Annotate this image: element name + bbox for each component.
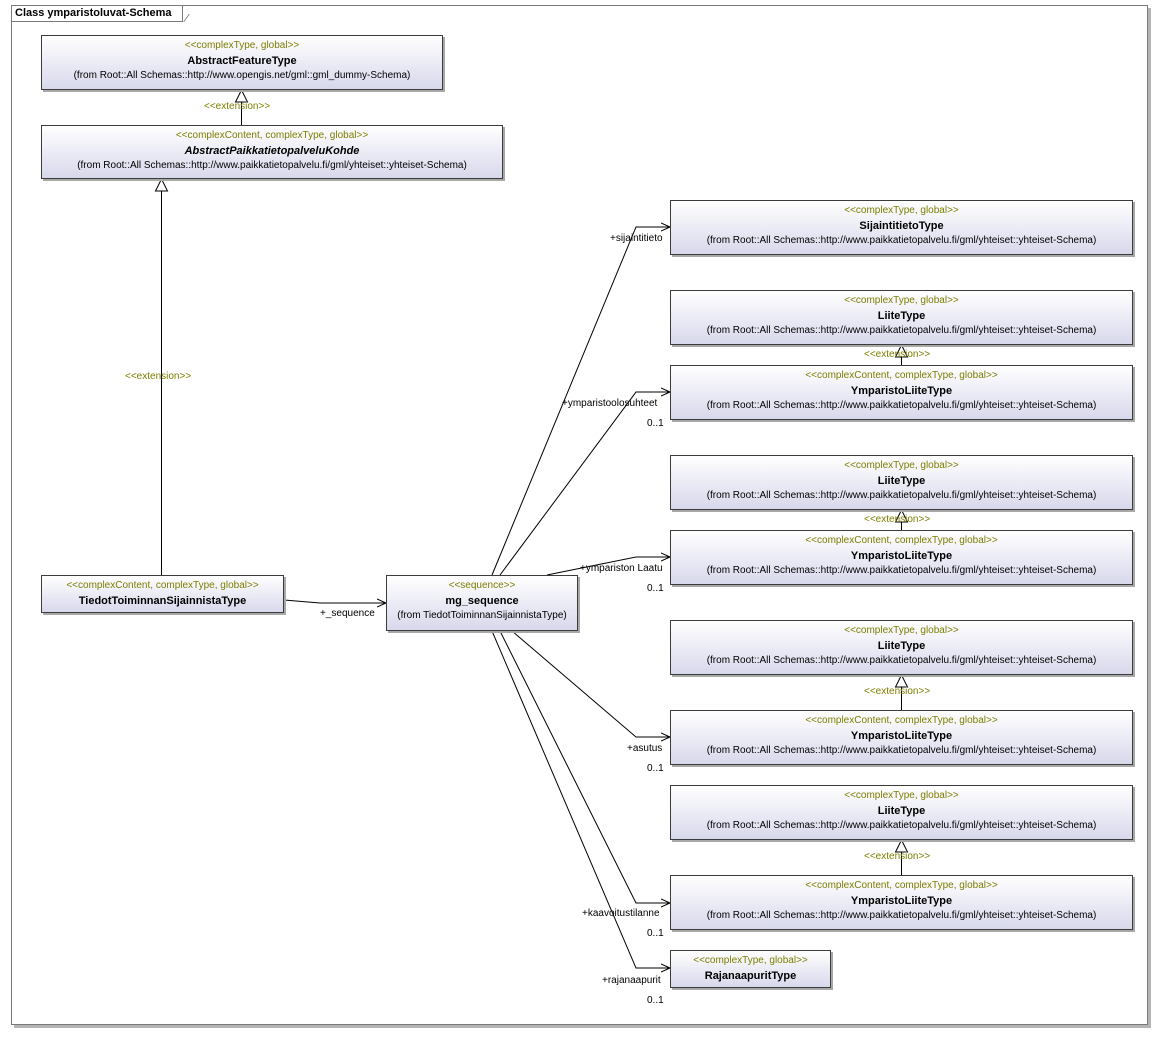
association-asutus[interactable] [511, 630, 670, 737]
stereotype-label: <<complexType, global>> [844, 790, 959, 801]
stereotype-label: <<complexType, global>> [844, 295, 959, 306]
class-name: YmparistoLiiteType [850, 730, 953, 742]
class-name: LiiteType [877, 475, 926, 487]
role-label-asutus: +asutus [627, 743, 663, 754]
stereotype-label: <<complexContent, complexType, global>> [805, 880, 998, 891]
generalization-ympliite4-to-liite4[interactable] [894, 838, 909, 875]
class-origin: (from Root::All Schemas::http://www.paik… [77, 160, 467, 171]
role-label-rajanaapurit: +rajanaapurit [602, 975, 661, 986]
class-name: mg_sequence [445, 595, 519, 607]
class-origin: (from Root::All Schemas::http://www.paik… [706, 400, 1097, 411]
stereotype-label: <<complexContent, complexType, global>> [805, 370, 998, 381]
class-origin: (from Root::All Schemas::http://www.open… [73, 70, 411, 81]
class-ymparisto-liite-type-1[interactable]: <<complexContent, complexType, global>> … [670, 365, 1133, 420]
class-name: YmparistoLiiteType [850, 550, 953, 562]
generalization-ympliite1-to-liite1[interactable] [894, 343, 909, 365]
multiplicity-rajanaapurit: 0..1 [647, 995, 664, 1006]
stereotype-label: <<complexContent, complexType, global>> [66, 580, 259, 591]
role-label-ympariston-laatu: +ympariston Laatu [580, 563, 663, 574]
generalization-ympliite3-to-liite3[interactable] [894, 673, 909, 710]
class-origin: (from Root::All Schemas::http://www.paik… [706, 235, 1097, 246]
class-liite-type-4[interactable]: <<complexType, global>> LiiteType (from … [670, 785, 1133, 840]
generalization-ympliite2-to-liite2[interactable] [894, 508, 909, 530]
extension-label-liite-1: <<extension>> [864, 349, 931, 360]
association-kaavoitustilanne[interactable] [499, 630, 670, 903]
class-origin: (from Root::All Schemas::http://www.paik… [706, 820, 1097, 831]
class-mg-sequence[interactable]: <<sequence>> mg_sequence (from TiedotToi… [386, 575, 578, 631]
class-tiedot-toiminnan-sijainnista-type[interactable]: <<complexContent, complexType, global>> … [41, 575, 284, 613]
association-ymparistoolosuhteet[interactable] [499, 392, 670, 576]
class-liite-type-2[interactable]: <<complexType, global>> LiiteType (from … [670, 455, 1133, 510]
class-name: LiiteType [877, 310, 926, 322]
class-origin: (from Root::All Schemas::http://www.paik… [706, 490, 1097, 501]
stereotype-label: <<complexType, global>> [844, 625, 959, 636]
class-liite-type-1[interactable]: <<complexType, global>> LiiteType (from … [670, 290, 1133, 345]
class-origin: (from Root::All Schemas::http://www.paik… [706, 565, 1097, 576]
association-sequence[interactable] [283, 600, 386, 603]
stereotype-label: <<sequence>> [448, 580, 516, 591]
generalization-tiedot-to-abstractkohde[interactable] [154, 177, 169, 575]
multiplicity-ymparistoolosuhteet: 0..1 [647, 418, 664, 429]
multiplicity-ympariston-laatu: 0..1 [647, 583, 664, 594]
role-label-sijaintitieto: +sijaintitieto [610, 233, 663, 244]
class-origin: (from Root::All Schemas::http://www.paik… [706, 910, 1097, 921]
extension-label-liite-2: <<extension>> [864, 514, 931, 525]
extension-label-abstract-kohde: <<extension>> [125, 371, 192, 382]
association-rajanaapurit[interactable] [491, 630, 670, 968]
class-name: RajanaapuritType [704, 970, 797, 982]
stereotype-label: <<complexType, global>> [844, 205, 959, 216]
role-label-ymparistoolosuhteet: +ymparistoolosuhteet [562, 398, 658, 409]
stereotype-label: <<complexContent, complexType, global>> [805, 535, 998, 546]
class-name: LiiteType [877, 640, 926, 652]
generalization-abstractkohde-to-abstractfeature[interactable] [234, 88, 249, 125]
class-origin: (from Root::All Schemas::http://www.paik… [706, 745, 1097, 756]
stereotype-label: <<complexType, global>> [693, 955, 808, 966]
class-origin: (from Root::All Schemas::http://www.paik… [706, 655, 1097, 666]
multiplicity-asutus: 0..1 [647, 763, 664, 774]
class-name: YmparistoLiiteType [850, 385, 953, 397]
multiplicity-kaavoitustilanne: 0..1 [647, 928, 664, 939]
stereotype-label: <<complexType, global>> [184, 40, 300, 51]
class-name: TiedotToiminnanSijainnistaType [78, 595, 247, 607]
extension-label-liite-4: <<extension>> [864, 851, 931, 862]
class-abstract-feature-type[interactable]: <<complexType, global>> AbstractFeatureT… [41, 35, 443, 90]
class-name: AbstractPaikkatietopalveluKohde [184, 145, 360, 157]
class-ymparisto-liite-type-3[interactable]: <<complexContent, complexType, global>> … [670, 710, 1133, 765]
diagram-title: Class ymparistoluvat-Schema [12, 6, 183, 22]
extension-label-liite-3: <<extension>> [864, 686, 931, 697]
class-ymparisto-liite-type-2[interactable]: <<complexContent, complexType, global>> … [670, 530, 1133, 585]
stereotype-label: <<complexType, global>> [844, 460, 959, 471]
stereotype-label: <<complexContent, complexType, global>> [175, 130, 369, 141]
class-abstract-paikkatietopalvelu-kohde[interactable]: <<complexContent, complexType, global>> … [41, 125, 503, 179]
extension-label-abstract-feature: <<extension>> [204, 101, 271, 112]
role-label-sequence: +_sequence [320, 608, 375, 619]
association-sijaintitieto[interactable] [491, 227, 670, 576]
class-rajanaapurit-type[interactable]: <<complexType, global>> RajanaapuritType [670, 950, 831, 988]
association-ympariston-laatu[interactable] [546, 557, 670, 576]
class-name: LiiteType [877, 805, 926, 817]
role-label-kaavoitustilanne: +kaavoitustilanne [582, 908, 660, 919]
class-ymparisto-liite-type-4[interactable]: <<complexContent, complexType, global>> … [670, 875, 1133, 930]
class-name: AbstractFeatureType [187, 55, 297, 67]
class-name: YmparistoLiiteType [850, 895, 953, 907]
class-sijaintitieto-type[interactable]: <<complexType, global>> SijaintitietoTyp… [670, 200, 1133, 255]
class-origin: (from TiedotToiminnanSijainnistaType) [397, 610, 567, 621]
class-origin: (from Root::All Schemas::http://www.paik… [706, 325, 1097, 336]
class-name: SijaintitietoType [859, 220, 944, 232]
class-liite-type-3[interactable]: <<complexType, global>> LiiteType (from … [670, 620, 1133, 675]
stereotype-label: <<complexContent, complexType, global>> [805, 715, 998, 726]
